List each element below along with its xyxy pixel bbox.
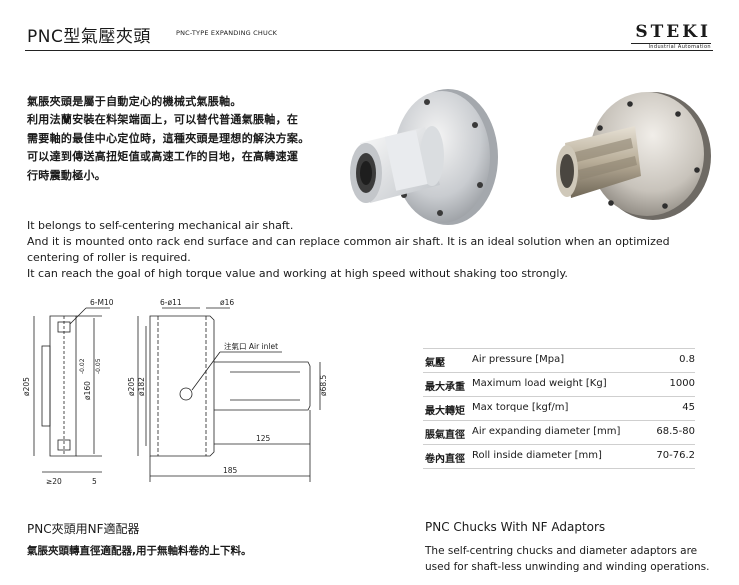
intro-zh-line: 行時震動極小。 xyxy=(27,168,107,182)
bolt-hole-bottom xyxy=(57,439,71,451)
logo-underline xyxy=(631,43,711,44)
flange-side-outline xyxy=(49,315,77,457)
spec-label-zh: 氣壓 xyxy=(425,358,445,369)
spec-row: 最大承重 Maximum load weight [Kg] 1000 xyxy=(423,373,695,397)
adaptor-zh-title: PNC夾頭用NF適配器 xyxy=(27,522,140,536)
adaptor-en-body: The self-centring chucks and diameter ad… xyxy=(425,543,715,575)
label-d68: ø68.5 xyxy=(319,374,328,396)
intro-en-line: It can reach the goal of high torque val… xyxy=(27,267,568,280)
page-title: PNC型氣壓夾頭 xyxy=(27,27,151,47)
spec-label-en: Air expanding diameter [mm] xyxy=(472,426,621,437)
label-w5: 5 xyxy=(92,477,97,486)
bolt-hole-top xyxy=(57,321,71,333)
leader-m10 xyxy=(69,307,87,325)
page-subtitle: PNC-TYPE EXPANDING CHUCK xyxy=(176,29,278,37)
label-tol-upper: -0.02 xyxy=(79,358,86,374)
adaptor-en-line: used for shaft-less unwinding and windin… xyxy=(425,561,710,573)
brand-logo: STEKI Industrial Automation xyxy=(601,22,711,50)
chuck-flange-outline xyxy=(149,315,215,457)
product-photo-angled xyxy=(556,92,711,220)
intro-zh-line: 需要軸的最佳中心定位時，這種夾頭是理想的解決方案。 xyxy=(27,131,310,145)
spec-label-en: Maximum load weight [Kg] xyxy=(472,378,607,389)
adaptor-en-title: PNC Chucks With NF Adaptors xyxy=(425,520,606,534)
logo-wordmark: STEKI xyxy=(635,22,711,42)
label-185: 185 xyxy=(223,466,238,475)
header-divider xyxy=(25,50,713,51)
label-d160: ø160 xyxy=(83,381,92,400)
label-d16: ø16 xyxy=(220,298,234,307)
spec-row: 氣壓 Air pressure [Mpa] 0.8 xyxy=(423,348,695,373)
intro-en-line: It belongs to self-centering mechanical … xyxy=(27,219,294,232)
spec-label-zh: 卷內直徑 xyxy=(425,454,465,465)
spec-label-zh: 脹氣直徑 xyxy=(425,430,465,441)
spec-table: 氣壓 Air pressure [Mpa] 0.8 最大承重 Maximum l… xyxy=(423,348,695,469)
label-d182: ø182 xyxy=(137,377,146,396)
spec-value: 1000 xyxy=(669,378,695,389)
intro-zh: 氣脹夾頭是屬于自動定心的機械式氣脹軸。 利用法蘭安裝在料架端面上，可以替代普通氣… xyxy=(27,93,327,185)
label-w20: ≥20 xyxy=(46,477,62,486)
leader-air-inlet xyxy=(191,351,221,391)
spec-row: 脹氣直徑 Air expanding diameter [mm] 68.5-80 xyxy=(423,421,695,445)
label-m10: 6-M10 xyxy=(90,298,114,307)
label-holes11: 6-ø11 xyxy=(160,298,182,307)
spec-value: 0.8 xyxy=(679,354,695,365)
intro-zh-line: 利用法蘭安裝在料架端面上，可以替代普通氣脹軸，在 xyxy=(27,113,299,127)
air-inlet-port xyxy=(179,387,193,401)
spec-value: 70-76.2 xyxy=(656,450,695,461)
spec-value: 45 xyxy=(682,402,695,413)
label-air-inlet: 注氣口 Air inlet xyxy=(224,341,278,351)
spec-label-zh: 最大承重 xyxy=(425,382,465,393)
intro-zh-line: 可以達到傳送高扭矩值或高速工作的目地，在高轉速運 xyxy=(27,150,299,164)
label-d205-left: ø205 xyxy=(22,377,31,396)
spec-label-en: Roll inside diameter [mm] xyxy=(472,450,602,461)
spec-row: 卷內直徑 Roll inside diameter [mm] 70-76.2 xyxy=(423,445,695,469)
adaptor-zh-body: 氣脹夾頭轉直徑適配器,用于無軸料卷的上下料。 xyxy=(27,545,252,557)
label-tol-lower: -0.05 xyxy=(95,358,102,374)
spec-row: 最大轉矩 Max torque [kgf/m] 45 xyxy=(423,397,695,421)
spec-label-zh: 最大轉矩 xyxy=(425,406,465,417)
label-125: 125 xyxy=(256,434,271,443)
adaptor-en-line: The self-centring chucks and diameter ad… xyxy=(425,545,698,557)
intro-en: It belongs to self-centering mechanical … xyxy=(27,218,717,282)
technical-drawing: 6-M10 ø205 ø160 -0.02 -0.05 ≥20 5 6-ø11 … xyxy=(22,298,328,486)
label-d205-right: ø205 xyxy=(127,377,136,396)
flange-back-view xyxy=(41,345,51,427)
chuck-shaft-outline xyxy=(214,361,311,411)
intro-zh-line: 氣脹夾頭是屬于自動定心的機械式氣脹軸。 xyxy=(27,95,242,108)
intro-en-line: And it is mounted onto rack end surface … xyxy=(27,235,670,264)
logo-tagline: Industrial Automation xyxy=(648,44,711,50)
spec-label-en: Air pressure [Mpa] xyxy=(472,354,565,365)
spec-label-en: Max torque [kgf/m] xyxy=(472,402,569,413)
spec-value: 68.5-80 xyxy=(656,426,695,437)
product-photo-front xyxy=(350,89,498,225)
